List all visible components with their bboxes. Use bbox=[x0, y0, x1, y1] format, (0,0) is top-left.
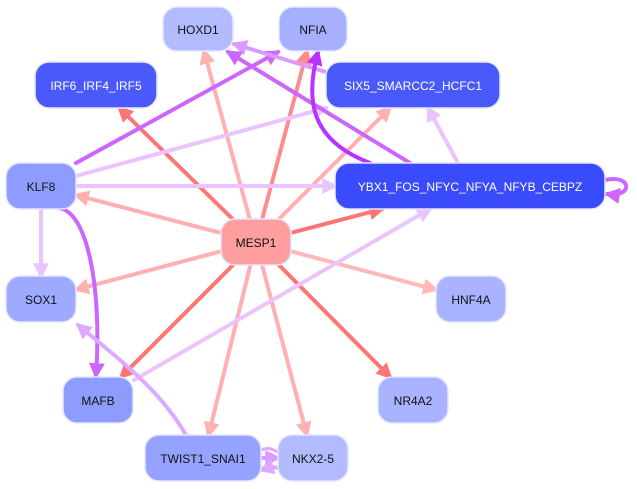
node-box[interactable] bbox=[62, 376, 134, 424]
node-klf8[interactable]: KLF8 bbox=[5, 162, 77, 210]
node-label: NR4A2 bbox=[394, 394, 433, 408]
node-box[interactable] bbox=[278, 6, 348, 52]
node-box[interactable] bbox=[435, 275, 507, 323]
edge-mesp1-to-irf6_irf4_irf5 bbox=[117, 105, 235, 221]
node-box[interactable] bbox=[220, 218, 292, 266]
edge-twist1_snai1-to-nkx2-5-parallel bbox=[260, 447, 279, 454]
node-label: TWIST1_SNAI1 bbox=[160, 452, 246, 466]
edge-ybx1_fos_nfyc_nfya_nfyb_cebpz-to-nfia bbox=[306, 48, 372, 165]
node-label: SOX1 bbox=[25, 293, 57, 307]
edge-mafb-to-ybx1_fos_nfyc_nfya_nfyb_cebpz bbox=[132, 207, 433, 382]
node-six5_smarcc2_hcfc1[interactable]: SIX5_SMARCC2_HCFC1 bbox=[325, 61, 501, 109]
node-box[interactable] bbox=[277, 434, 349, 482]
node-nr4a2[interactable]: NR4A2 bbox=[377, 376, 449, 424]
node-label: MAFB bbox=[81, 394, 114, 408]
node-irf6_irf4_irf5[interactable]: IRF6_IRF4_IRF5 bbox=[34, 61, 158, 109]
node-label: NKX2-5 bbox=[292, 452, 334, 466]
edge-mesp1-to-ybx1_fos_nfyc_nfya_nfyb_cebpz bbox=[289, 204, 386, 235]
node-box[interactable] bbox=[34, 61, 158, 109]
node-box[interactable] bbox=[162, 6, 234, 52]
edge-mesp1-to-six5_smarcc2_hcfc1 bbox=[277, 105, 393, 221]
edge-klf8-to-six5_smarcc2_hcfc1 bbox=[74, 103, 330, 178]
node-label: HNF4A bbox=[451, 293, 490, 307]
edge-ybx1_fos_nfyc_nfya_nfyb_cebpz-to-hoxd1 bbox=[225, 50, 412, 165]
edge-klf8-to-mafb bbox=[56, 206, 105, 380]
node-nfia[interactable]: NFIA bbox=[278, 6, 348, 52]
node-box[interactable] bbox=[325, 61, 501, 109]
edge-klf8-to-nfia bbox=[74, 50, 281, 165]
node-box[interactable] bbox=[377, 376, 449, 424]
node-hoxd1[interactable]: HOXD1 bbox=[162, 6, 234, 52]
node-label: SIX5_SMARCC2_HCFC1 bbox=[344, 79, 482, 93]
node-box[interactable] bbox=[5, 275, 77, 323]
node-label: MESP1 bbox=[236, 236, 277, 250]
node-label: KLF8 bbox=[27, 180, 56, 194]
node-mesp1[interactable]: MESP1 bbox=[220, 218, 292, 266]
edge-mesp1-to-klf8 bbox=[72, 190, 223, 235]
node-box[interactable] bbox=[144, 434, 262, 482]
edges-layer bbox=[33, 40, 629, 475]
edge-mesp1-to-mafb bbox=[118, 263, 235, 380]
node-sox1[interactable]: SOX1 bbox=[5, 275, 77, 323]
edge-ybx1_fos_nfyc_nfya_nfyb_cebpz-to-ybx1_fos_nfyc_nfya_nfyb_cebpz bbox=[603, 177, 629, 204]
edge-mesp1-to-hnf4a bbox=[289, 249, 440, 295]
node-ybx1_fos_nfyc_nfya_nfyb_cebpz[interactable]: YBX1_FOS_NFYC_NFYA_NFYB_CEBPZ bbox=[334, 162, 606, 210]
nodes-layer: HOXD1 NFIA IRF6_IRF4_IRF5 SIX5_SMARCC2_HCFC… bbox=[5, 6, 606, 482]
node-label: NFIA bbox=[299, 23, 326, 37]
node-label: HOXD1 bbox=[177, 23, 219, 37]
edge-mesp1-to-nfia bbox=[260, 47, 312, 221]
node-twist1_snai1[interactable]: TWIST1_SNAI1 bbox=[144, 434, 262, 482]
node-box[interactable] bbox=[5, 162, 77, 210]
node-mafb[interactable]: MAFB bbox=[62, 376, 134, 424]
edge-mesp1-to-nr4a2 bbox=[276, 263, 393, 380]
edge-ybx1_fos_nfyc_nfya_nfyb_cebpz-to-six5_smarcc2_hcfc1 bbox=[426, 105, 460, 165]
edge-six5_smarcc2_hcfc1-to-hoxd1 bbox=[230, 40, 328, 74]
edge-nkx2-5-to-twist1_snai1 bbox=[257, 458, 280, 475]
node-label: YBX1_FOS_NFYC_NFYA_NFYB_CEBPZ bbox=[358, 180, 583, 194]
node-nkx2-5[interactable]: NKX2-5 bbox=[277, 434, 349, 482]
edge-mesp1-to-twist1_snai1 bbox=[203, 263, 253, 439]
edge-mesp1-to-nkx2-5 bbox=[260, 263, 312, 439]
edge-mesp1-to-sox1 bbox=[72, 249, 223, 295]
node-label: IRF6_IRF4_IRF5 bbox=[50, 79, 142, 93]
edge-twist1_snai1-to-sox1 bbox=[75, 322, 188, 437]
node-box[interactable] bbox=[334, 162, 606, 210]
node-hnf4a[interactable]: HNF4A bbox=[435, 275, 507, 323]
